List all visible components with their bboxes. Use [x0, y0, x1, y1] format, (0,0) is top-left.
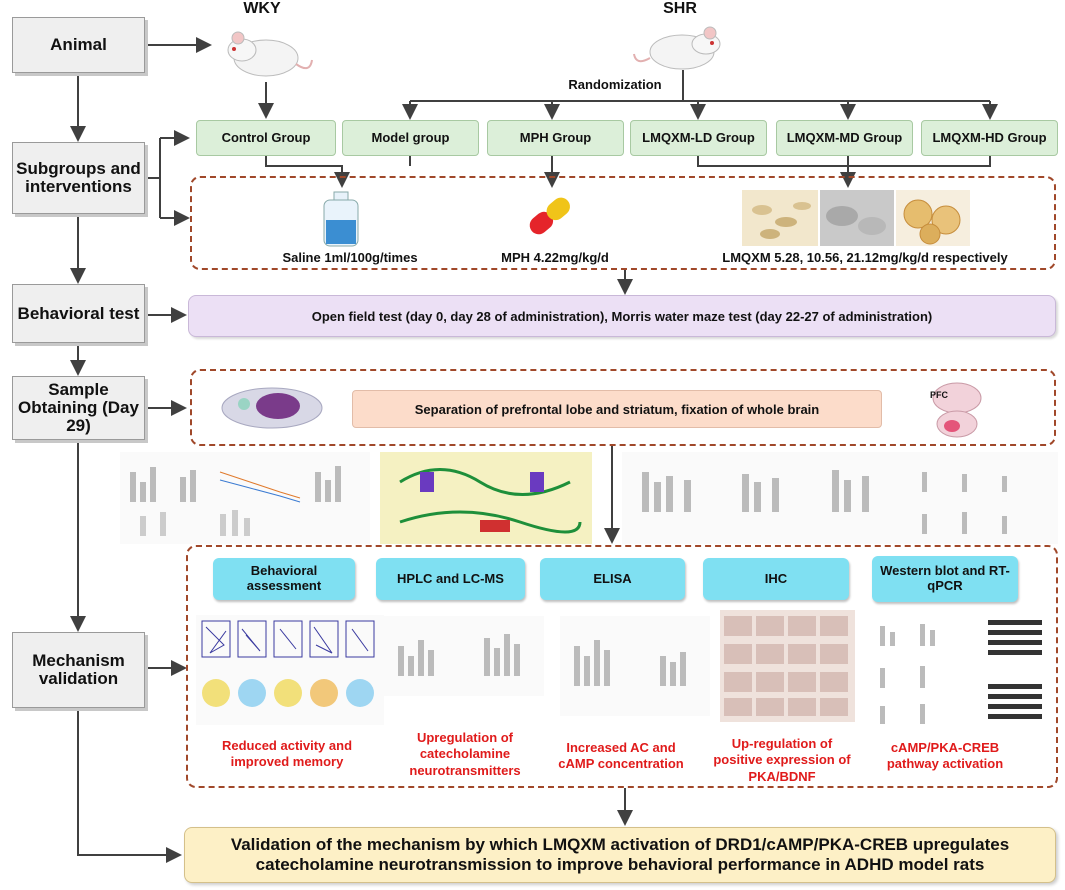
group-lmqxm-ld: LMQXM-LD Group: [630, 120, 767, 156]
rat-brain-image: [221, 387, 323, 429]
group-mph: MPH Group: [487, 120, 624, 156]
elisa-charts-thumbnail: [560, 616, 710, 716]
mechanism-box: [186, 545, 1058, 788]
final-conclusion-text: Validation of the mechanism by which LMQ…: [230, 834, 1010, 874]
group-control: Control Group: [196, 120, 336, 156]
interventions-box: [190, 176, 1056, 270]
ihc-images-thumbnail: [720, 610, 855, 722]
behavioral-test-box: Open field test (day 0, day 28 of admini…: [188, 295, 1056, 337]
saline-label: Saline 1ml/100g/times: [282, 250, 418, 265]
behavior-charts-thumbnail: [120, 452, 370, 544]
mph-pill-image: [529, 197, 570, 235]
stage-sample-label: Sample Obtaining (Day 29): [18, 380, 139, 435]
maze-tracks-thumbnail: [196, 615, 384, 725]
stage-mechanism-label: Mechanism validation: [32, 651, 125, 688]
stage-sample: Sample Obtaining (Day 29): [12, 376, 145, 440]
randomization-label: Randomization: [568, 77, 662, 92]
method-western-label: Western blot and RT-qPCR: [880, 563, 1010, 593]
stage-subgroups-label: Subgroups and interventions: [16, 159, 141, 196]
method-behavioral: Behavioral assessment: [213, 558, 355, 600]
result-catecholamine: Upregulation of catecholamine neurotrans…: [409, 730, 521, 778]
method-elisa-label: ELISA: [593, 570, 632, 586]
group-mph-label: MPH Group: [519, 129, 592, 145]
method-elisa: ELISA: [540, 558, 685, 600]
pathway-diagram-thumbnail: [380, 452, 592, 544]
hplc-charts-thumbnail: [384, 616, 544, 696]
method-ihc-label: IHC: [764, 570, 788, 586]
lmqxm-herb-images: [742, 190, 970, 246]
final-conclusion: Validation of the mechanism by which LMQ…: [184, 827, 1056, 883]
method-hplc-label: HPLC and LC-MS: [397, 570, 504, 586]
stage-animal: Animal: [12, 17, 145, 73]
stage-behavioral-label: Behavioral test: [17, 303, 140, 323]
sample-text: Separation of prefrontal lobe and striat…: [414, 401, 820, 417]
stage-behavioral: Behavioral test: [12, 284, 145, 343]
method-behavioral-label: Behavioral assessment: [246, 563, 322, 593]
stage-animal-label: Animal: [50, 35, 107, 55]
group-model-label: Model group: [371, 129, 450, 145]
group-lmqxm-hd-label: LMQXM-HD Group: [932, 129, 1047, 145]
result-behavior: Reduced activity and improved memory: [221, 738, 353, 770]
method-hplc: HPLC and LC-MS: [376, 558, 525, 600]
behavioral-test-text: Open field test (day 0, day 28 of admini…: [311, 308, 933, 324]
pfc-label: PFC: [930, 390, 948, 400]
mph-dose-label: MPH 4.22mg/kg/d: [501, 250, 609, 265]
result-creb: cAMP/PKA-CREB pathway activation: [886, 740, 1004, 772]
western-blot-thumbnail: [880, 620, 1042, 724]
lmqxm-dose-label: LMQXM 5.28, 10.56, 21.12mg/kg/d respecti…: [722, 250, 1008, 265]
pfc-brain-image: [932, 382, 982, 438]
stage-subgroups: Subgroups and interventions: [12, 142, 145, 214]
method-western: Western blot and RT-qPCR: [872, 556, 1018, 602]
group-model: Model group: [342, 120, 479, 156]
shr-label: SHR: [663, 0, 697, 17]
method-ihc: IHC: [703, 558, 849, 600]
sample-box: [190, 369, 1056, 446]
group-lmqxm-ld-label: LMQXM-LD Group: [642, 129, 755, 145]
shr-rat-image: [633, 26, 721, 70]
stage-mechanism: Mechanism validation: [12, 632, 145, 708]
group-lmqxm-md: LMQXM-MD Group: [776, 120, 913, 156]
group-lmqxm-hd: LMQXM-HD Group: [921, 120, 1058, 156]
wky-rat-image: [227, 31, 313, 77]
saline-bottle-image: [323, 191, 359, 247]
group-control-label: Control Group: [221, 129, 311, 145]
sample-text-box: Separation of prefrontal lobe and striat…: [352, 390, 882, 428]
group-lmqxm-md-label: LMQXM-MD Group: [786, 129, 903, 145]
protein-charts-thumbnail: [622, 452, 1058, 544]
wky-label: WKY: [243, 0, 281, 17]
result-pka-bdnf: Up-regulation of positive expression of …: [713, 736, 851, 784]
result-ac-camp: Increased AC and cAMP concentration: [558, 740, 684, 772]
